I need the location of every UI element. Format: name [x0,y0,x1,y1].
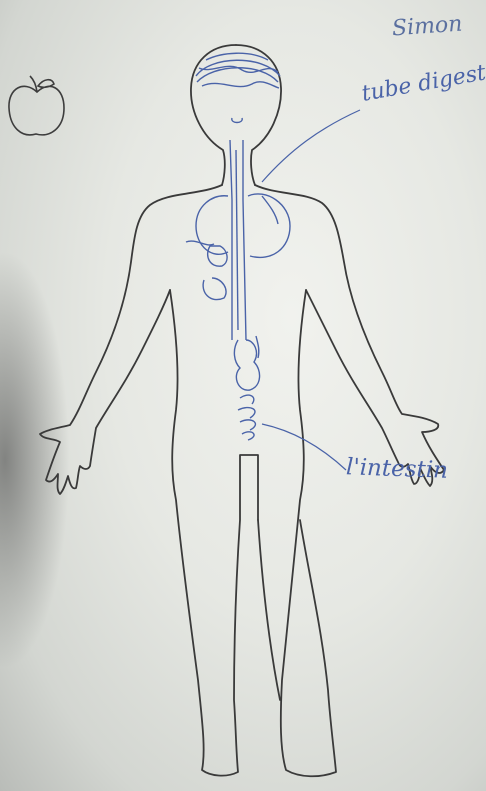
tube-label-line [262,110,360,182]
student-name: Simon [391,12,463,42]
brain-scribble [196,53,280,88]
intestine-label: l'intestin [346,454,449,484]
digestive-tube [186,118,290,440]
apple-icon [9,76,64,135]
label-lines [262,110,360,470]
body-outline [40,45,444,776]
